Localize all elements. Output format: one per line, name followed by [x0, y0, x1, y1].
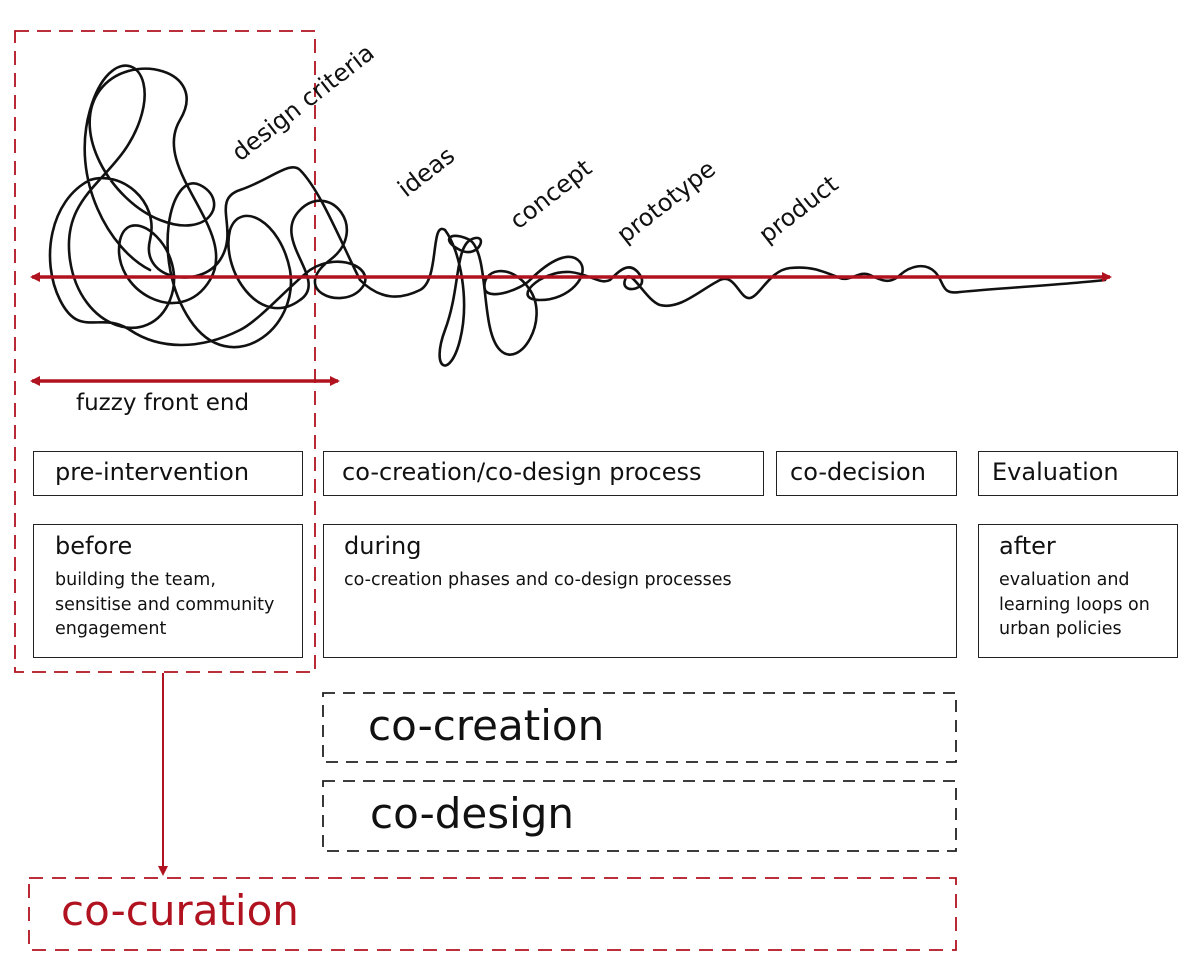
stage-design-criteria: design criteria: [226, 39, 379, 167]
stage-concept: concept: [504, 154, 597, 235]
co-design-box: [322, 780, 957, 852]
period-during-box: [323, 524, 957, 658]
mode-co-curation: co-curation: [61, 886, 299, 935]
period-before-title: before: [55, 532, 133, 560]
phase-pre-intervention: pre-intervention: [55, 458, 250, 486]
period-after-title: after: [999, 532, 1056, 560]
stage-ideas: ideas: [392, 141, 460, 202]
mode-co-design: co-design: [370, 789, 575, 838]
fuzzy-front-end-frame: [14, 30, 316, 673]
stage-prototype: prototype: [611, 155, 720, 249]
design-squiggle: [48, 64, 1107, 367]
period-after-desc: evaluation and learning loops on urban p…: [999, 570, 1150, 639]
period-after-box: [978, 524, 1178, 658]
fuzzy-front-end-label: fuzzy front end: [76, 390, 250, 416]
co-creation-box: [322, 692, 957, 763]
phase-co-creation-process: co-creation/co-design process: [342, 458, 702, 486]
phase-co-decision-box: [776, 451, 957, 496]
co-curation-box: [28, 877, 957, 951]
phase-evaluation-box: [978, 451, 1178, 496]
phase-evaluation: Evaluation: [992, 458, 1119, 486]
phase-pre-intervention-box: [33, 451, 303, 496]
period-during-desc: co-creation phases and co-design process…: [344, 570, 732, 590]
phase-co-decision: co-decision: [790, 458, 926, 486]
mode-co-creation: co-creation: [368, 701, 605, 750]
period-before-desc: building the team, sensitise and communi…: [55, 570, 275, 639]
period-before-box: [33, 524, 303, 658]
period-during-title: during: [344, 532, 422, 560]
stage-product: product: [753, 170, 843, 249]
phase-co-creation-process-box: [323, 451, 764, 496]
